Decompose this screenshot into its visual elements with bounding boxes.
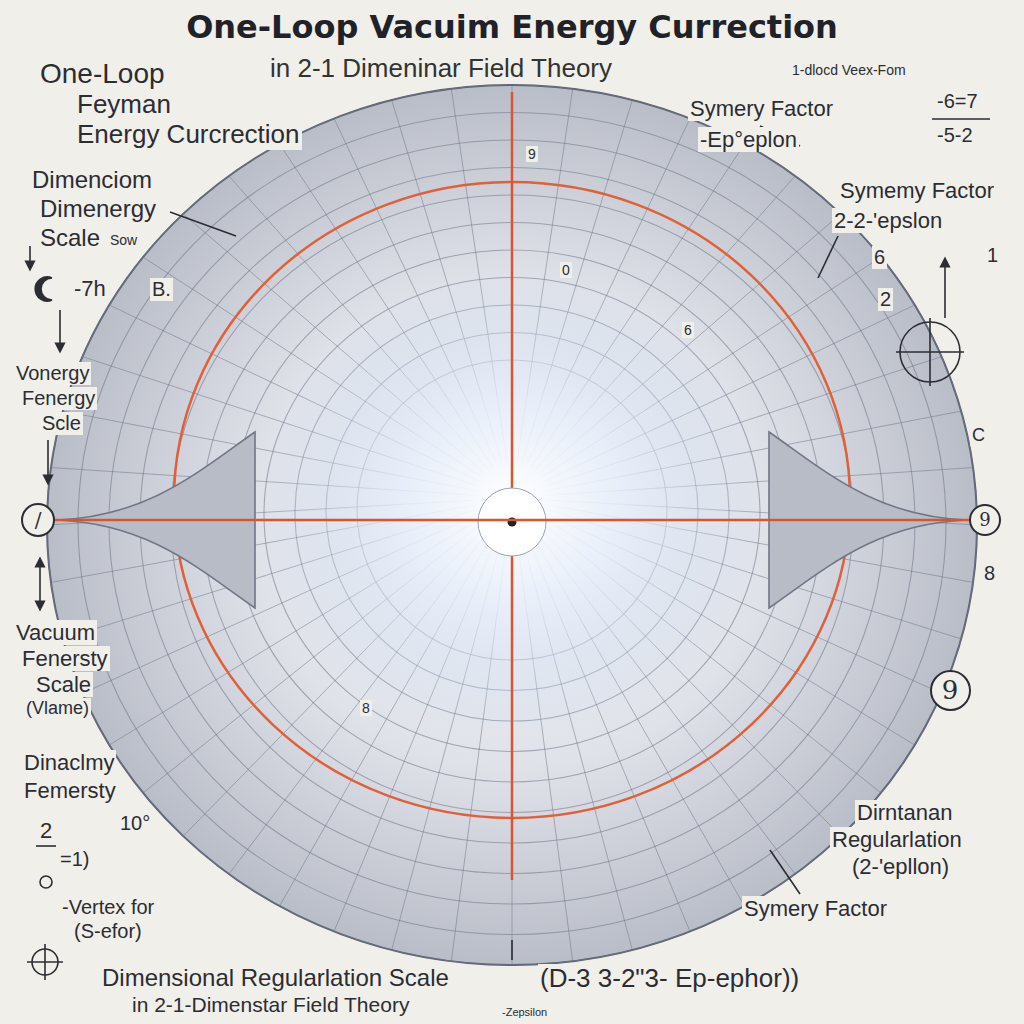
scale-arrow bbox=[29, 246, 31, 266]
annotation-label: Dimenciom bbox=[30, 166, 154, 194]
annotation-label: Femersty bbox=[22, 778, 118, 803]
circle-node: / bbox=[21, 503, 55, 537]
symbols bbox=[27, 119, 990, 980]
leader-line bbox=[818, 236, 838, 278]
crosshair-symbol bbox=[929, 318, 931, 386]
crosshair-symbol bbox=[44, 944, 46, 980]
annotation-label: Dinaclmy bbox=[22, 750, 116, 775]
circle-node: 9 bbox=[930, 670, 971, 711]
sphere-body bbox=[47, 85, 977, 965]
fraction-bar bbox=[932, 118, 990, 120]
annotation-label: Symery Factor bbox=[742, 896, 889, 921]
center-hole bbox=[478, 488, 546, 556]
annotation-label: Fenersty bbox=[20, 646, 110, 671]
annotation-label: One-Loop bbox=[38, 58, 167, 90]
annotation-label: Dimensional Regularlation Scale bbox=[100, 964, 451, 992]
annotation-label: Scale bbox=[38, 224, 102, 252]
annotation-label: 1-dlocd Veex-Fom bbox=[790, 62, 908, 78]
red-axis bbox=[511, 92, 514, 880]
annotation-label: (S-efor) bbox=[72, 920, 144, 943]
annotation-label: C bbox=[970, 425, 987, 446]
annotation-label: Regularlation bbox=[830, 827, 964, 852]
node-text: / bbox=[35, 509, 42, 531]
annotation-label: =1) bbox=[58, 848, 91, 871]
annotation-label: 2 bbox=[878, 288, 893, 311]
annotation-label: in 2-1 Dimeninar Field Theory bbox=[268, 54, 614, 84]
annotation-label: Symery Factor bbox=[688, 96, 835, 121]
annotation-label: Dirntanan bbox=[855, 800, 954, 825]
annotation-label: Symemy Factor bbox=[838, 178, 996, 203]
annotation-label: -6=7 bbox=[935, 90, 980, 113]
leader-arrow bbox=[944, 262, 946, 318]
leader-line bbox=[170, 212, 236, 236]
annotation-label: -5-2 bbox=[935, 124, 975, 147]
annotation-label: Dimenergy bbox=[38, 195, 158, 223]
annotation-label: (2-'epllon) bbox=[850, 854, 951, 879]
fraction-bar bbox=[36, 845, 56, 847]
annotation-label: Energy Curcrection bbox=[75, 120, 302, 150]
node-text: 9 bbox=[942, 676, 959, 705]
scale-arrow bbox=[39, 562, 41, 606]
annotation-label: Feyman bbox=[75, 90, 173, 120]
scale-arrow bbox=[47, 440, 49, 480]
annotation-label: Vacuum bbox=[14, 620, 97, 645]
annotation-label: 9 bbox=[526, 146, 538, 162]
grid-ring bbox=[47, 85, 977, 965]
annotation-label: (D-3 3-2"3- Ep-ephor)) bbox=[538, 964, 801, 994]
annotation-label: -Vertex for bbox=[60, 896, 156, 919]
annotation-label: Vonergy bbox=[14, 362, 91, 385]
annotation-label: B. bbox=[150, 278, 173, 301]
circle-node: 9 bbox=[969, 504, 1001, 536]
annotation-label: 10° bbox=[118, 812, 152, 835]
annotation-label: 2-2-'epslon bbox=[832, 208, 944, 233]
small-circle-symbol bbox=[40, 876, 52, 888]
annotation-label: 8 bbox=[360, 700, 372, 716]
connector-line bbox=[55, 519, 969, 522]
annotation-label: -7h bbox=[72, 276, 108, 301]
annotation-label: 6 bbox=[872, 246, 887, 269]
annotation-label: 8 bbox=[982, 562, 997, 585]
annotation-label: 1 bbox=[985, 244, 1000, 267]
annotation-label: Scle bbox=[40, 412, 83, 435]
annotation-label: in 2-1-Dimenstar Field Theory bbox=[130, 993, 411, 1017]
annotation-label: 6 bbox=[682, 322, 694, 338]
leader-line bbox=[511, 940, 513, 960]
annotation-label: Fenergy bbox=[20, 387, 97, 410]
diagram-title: One-Loop Vacuim Energy Currection bbox=[186, 8, 838, 46]
crescent-symbol bbox=[35, 277, 52, 301]
annotation-label: -Zepsilon bbox=[500, 1006, 549, 1019]
annotation-label: -Ep°eplon bbox=[698, 127, 799, 152]
annotation-label: 2 bbox=[38, 818, 54, 843]
annotation-label: (Vlame) bbox=[24, 698, 91, 719]
scale-arrow bbox=[59, 310, 61, 348]
leader-line bbox=[770, 850, 800, 894]
sphere-grid bbox=[47, 85, 977, 965]
annotation-label: Sow bbox=[108, 232, 139, 248]
node-text: 9 bbox=[979, 510, 990, 530]
annotation-label: Scale bbox=[34, 672, 93, 697]
annotation-label: 0 bbox=[560, 262, 572, 278]
